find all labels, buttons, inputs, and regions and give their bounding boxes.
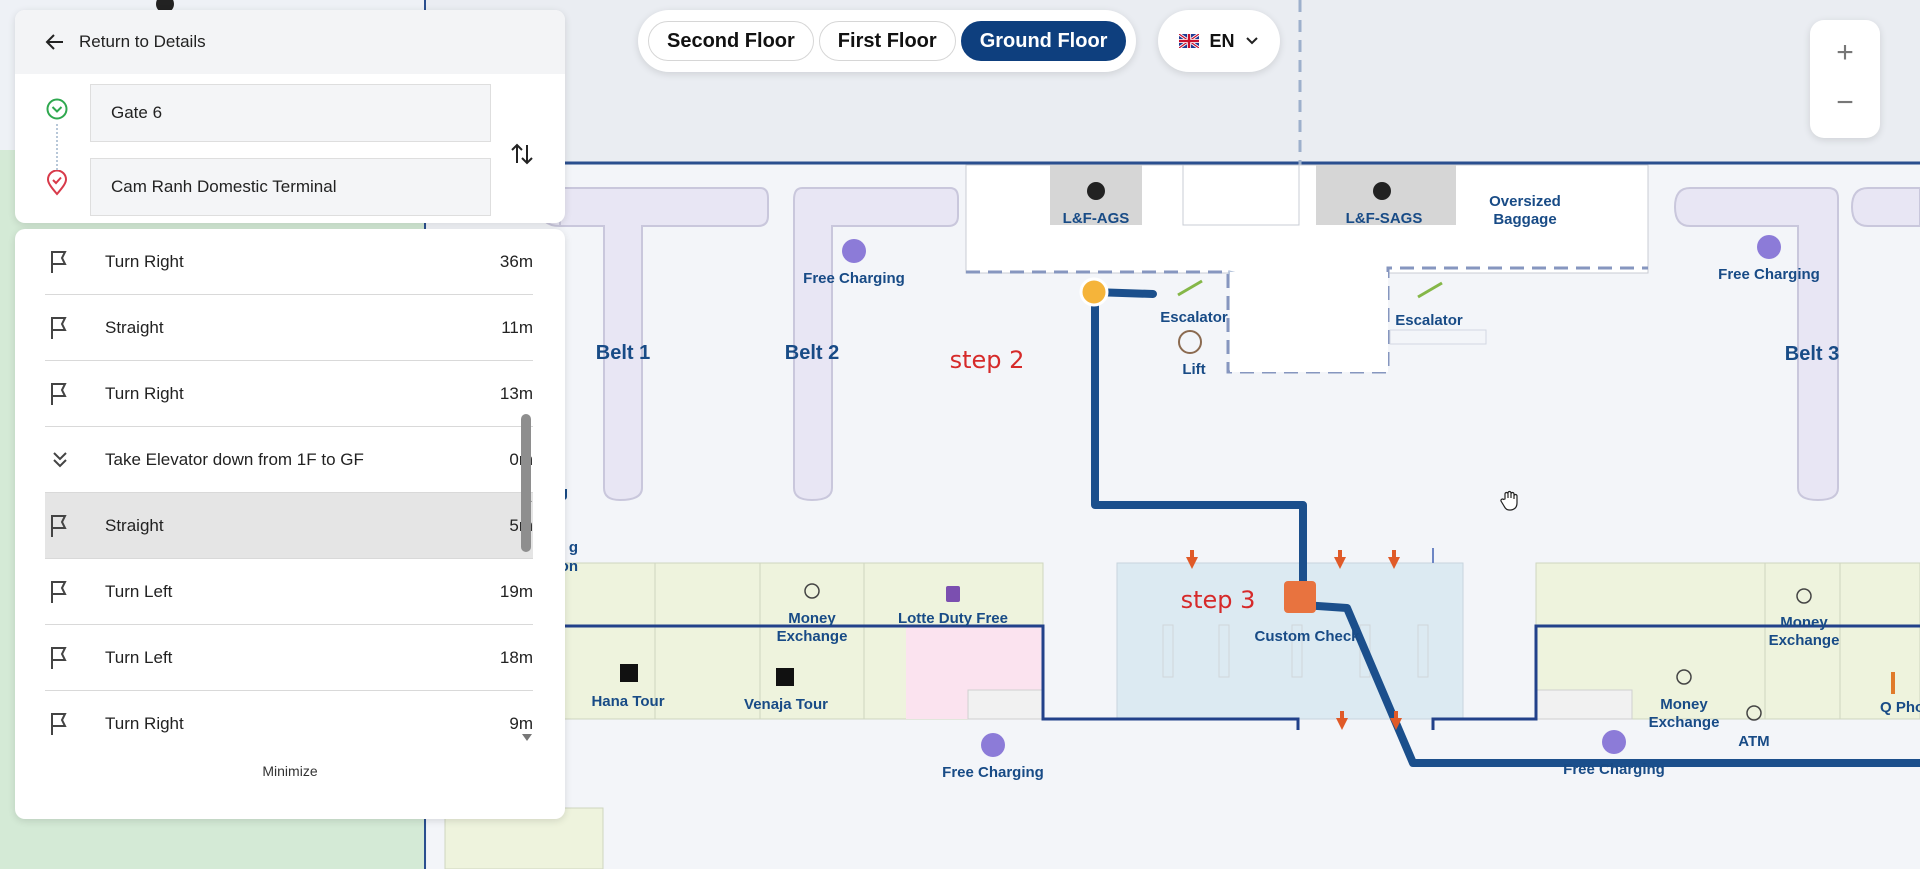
floor-tab-first[interactable]: First Floor [818,21,956,61]
step-instruction: Turn Left [105,647,173,667]
origin-field[interactable]: Gate 6 [90,84,491,142]
destination-field[interactable]: Cam Ranh Domestic Terminal [90,158,491,216]
map-label-venaja: Venaja Tour [744,696,828,713]
step-instruction: Straight [105,317,164,337]
map-label-custom: Custom Check [1254,628,1360,645]
floor-selector: Second Floor First Floor Ground Floor [638,10,1137,72]
route-connector [56,124,58,170]
step-item[interactable]: Turn Right 36m [45,229,533,295]
map-label-step-3: step 3 [1181,586,1256,614]
floor-tab-ground[interactable]: Ground Floor [960,21,1127,61]
map-label-oversized-1: Oversized [1489,193,1561,210]
step-distance: 19m [499,581,533,601]
chevrons-down-icon [53,452,67,468]
map-label-step-2: step 2 [950,346,1025,374]
map-label-money-2a: Money [1780,614,1828,631]
minimize-button[interactable]: Minimize [262,763,318,779]
step-item[interactable]: Take Elevator down from 1F to GF 0m [45,427,533,493]
step-distance: 36m [499,251,533,271]
flag-icon [51,251,67,273]
step-item[interactable]: Turn Right 9m [45,691,533,757]
map-label-charging-3: Free Charging [942,764,1044,781]
flag-icon [51,317,67,339]
arrow-left-icon [45,34,63,50]
swap-button[interactable] [505,137,539,171]
flag-icon [51,713,67,735]
step-instruction: Straight [105,515,164,535]
step-item-active[interactable]: Straight 5m [45,493,533,559]
map-label-escalator-2: Escalator [1395,312,1463,329]
map-label-belt-1: Belt 1 [596,342,650,364]
uk-flag-icon [1179,34,1200,48]
map-label-hana: Hana Tour [591,693,664,710]
directions-panel: Turn Right 36m Straight 11m Turn Right 1… [15,229,565,819]
flag-icon [51,383,67,405]
map-label-atm: ATM [1738,733,1769,750]
map-label-money-3a: Money [1660,696,1708,713]
map-label-q-pho: Q Pho [1880,699,1920,716]
map-label-money-1a: Money [788,610,836,627]
floor-tab-second[interactable]: Second Floor [648,21,814,61]
return-to-details-label: Return to Details [79,32,206,51]
flag-icon [51,515,67,537]
map-label-lf-sags: L&F-SAGS [1346,210,1423,227]
step-distance: 9m [509,714,533,733]
step-distance: 13m [499,383,533,403]
map-label-lf-ags: L&F-AGS [1063,210,1130,227]
zoom-controls: + − [1810,20,1880,138]
zoom-in-button[interactable]: + [1836,36,1854,69]
scroll-down-arrow-icon[interactable] [520,732,534,744]
step-distance: 18m [499,647,533,667]
language-selector[interactable]: EN [1158,10,1280,72]
flag-icon [51,581,67,603]
return-to-details-button[interactable]: Return to Details [15,10,565,74]
flag-icon [51,647,67,669]
map-label-money-2b: Exchange [1769,632,1840,649]
zoom-out-button[interactable]: − [1836,86,1854,119]
route-panel: Return to Details Gate 6 Cam Ranh Domest… [15,10,565,223]
map-label-charging-1: Free Charging [803,270,905,287]
chevron-down-icon [1245,37,1258,45]
map-label-lift: Lift [1182,361,1205,378]
hand-cursor-icon [1500,490,1518,511]
step-instruction: Turn Left [105,581,173,601]
map-label-partial-g: g [569,539,578,556]
map-label-charging-4: Free Charging [1563,761,1665,778]
map-label-belt-3: Belt 3 [1785,343,1839,365]
step-item[interactable]: Turn Left 18m [45,625,533,691]
step-instruction: Take Elevator down from 1F to GF [105,449,364,469]
destination-pin-icon [46,170,68,196]
step-instruction: Turn Right [105,383,184,403]
step-item[interactable]: Turn Left 19m [45,559,533,625]
step-instruction: Turn Right [105,251,184,271]
map-label-money-3b: Exchange [1649,714,1720,731]
step-item[interactable]: Straight 11m [45,295,533,361]
step-distance: 11m [501,317,533,337]
map-label-oversized-2: Baggage [1493,211,1556,228]
map-label-money-1b: Exchange [777,628,848,645]
map-label-escalator-1: Escalator [1160,309,1228,326]
map-label-charging-2: Free Charging [1718,266,1820,283]
scrollbar-thumb[interactable] [521,414,531,552]
step-item[interactable]: Turn Right 13m [45,361,533,427]
map-label-belt-2: Belt 2 [785,342,839,364]
step-instruction: Turn Right [105,714,184,733]
map-label-lotte: Lotte Duty Free [898,610,1008,627]
origin-icon [46,98,68,120]
language-code: EN [1209,30,1235,51]
swap-vertical-icon [511,143,533,165]
